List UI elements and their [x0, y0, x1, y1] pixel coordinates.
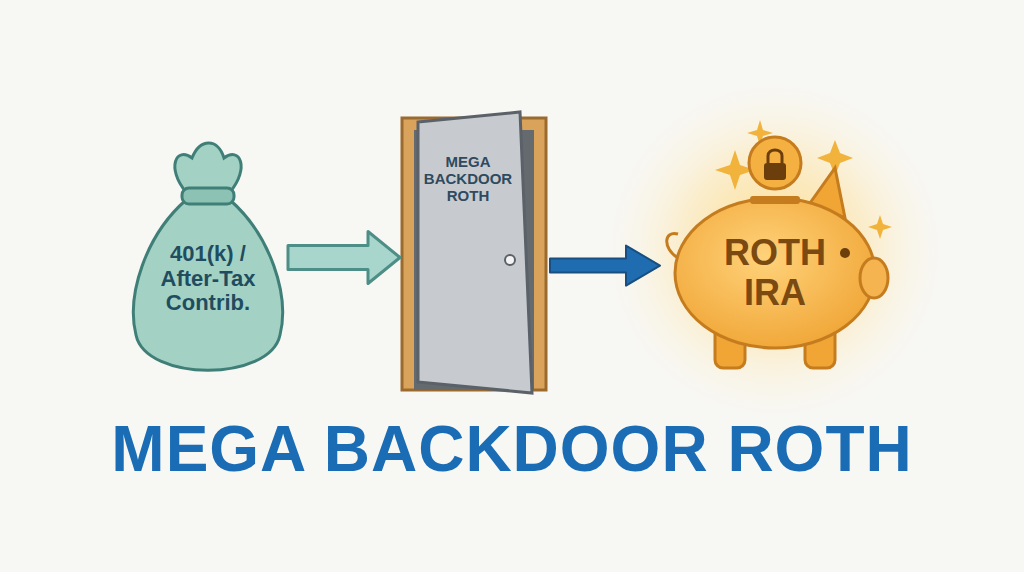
node-label: MEGA BACKDOOR ROTH [422, 154, 514, 204]
node-label: ROTH IRA [710, 233, 840, 314]
door-shape [400, 110, 550, 395]
flow-arrow [288, 232, 400, 284]
door: MEGA BACKDOOR ROTH [400, 110, 550, 395]
money-bag: 401(k) / After-Tax Contrib. [128, 130, 288, 385]
diagram-title: MEGA BACKDOOR ROTH [0, 412, 1024, 486]
flow-arrow [550, 246, 660, 286]
sparkle [868, 215, 892, 239]
node-label: 401(k) / After-Tax Contrib. [150, 242, 266, 316]
glow-halo [605, 80, 945, 420]
piggy-bank: ROTH IRA [660, 108, 895, 383]
